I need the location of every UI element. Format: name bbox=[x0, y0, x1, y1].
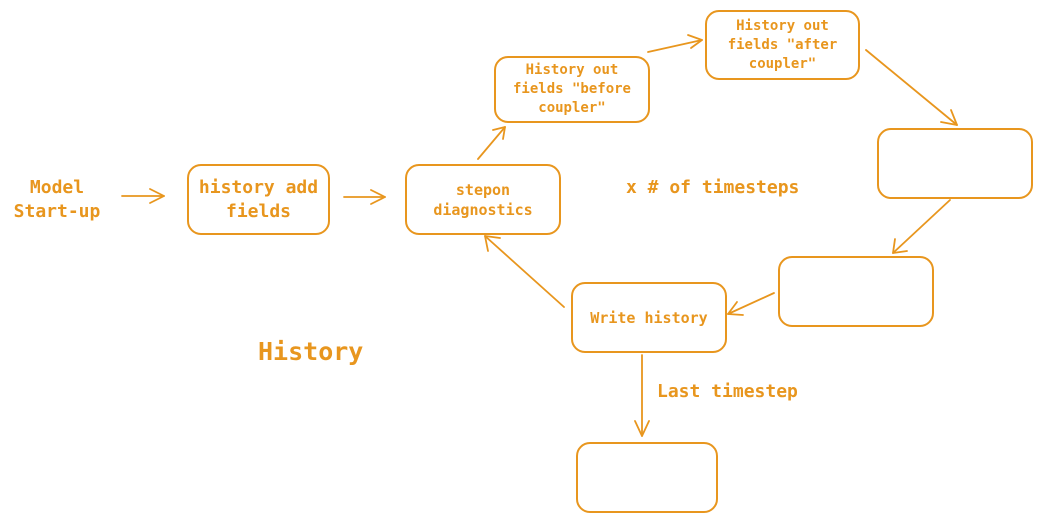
history-out-after-coupler-node: History out fields "after coupler" bbox=[705, 10, 860, 80]
diagram-title: History bbox=[258, 337, 364, 366]
arrow-before-to-after-coupler bbox=[647, 34, 703, 53]
write-history-node: Write history bbox=[571, 282, 727, 353]
arrow-box-2-to-write-history bbox=[727, 292, 775, 316]
arrow-box-1-to-box-2 bbox=[892, 199, 951, 254]
arrow-write-history-to-final bbox=[634, 354, 650, 437]
loop-count-label: x # of timesteps bbox=[626, 177, 800, 198]
empty-box-1 bbox=[877, 128, 1033, 199]
arrow-after-coupler-to-box-1 bbox=[865, 49, 958, 126]
empty-box-2 bbox=[778, 256, 934, 327]
empty-box-final bbox=[576, 442, 718, 513]
arrow-add-fields-to-stepon bbox=[343, 189, 386, 205]
stepon-diagnostics-node: stepon diagnostics bbox=[405, 164, 561, 235]
history-out-before-coupler-node: History out fields "before coupler" bbox=[494, 56, 650, 123]
last-timestep-label: Last timestep bbox=[657, 381, 798, 402]
arrow-write-history-to-stepon bbox=[484, 235, 565, 308]
model-startup-label: Model Start-up bbox=[13, 177, 101, 222]
arrow-startup-to-add-fields bbox=[121, 188, 165, 204]
arrow-stepon-to-before-coupler bbox=[477, 126, 506, 160]
history-add-fields-node: history add fields bbox=[187, 164, 330, 235]
